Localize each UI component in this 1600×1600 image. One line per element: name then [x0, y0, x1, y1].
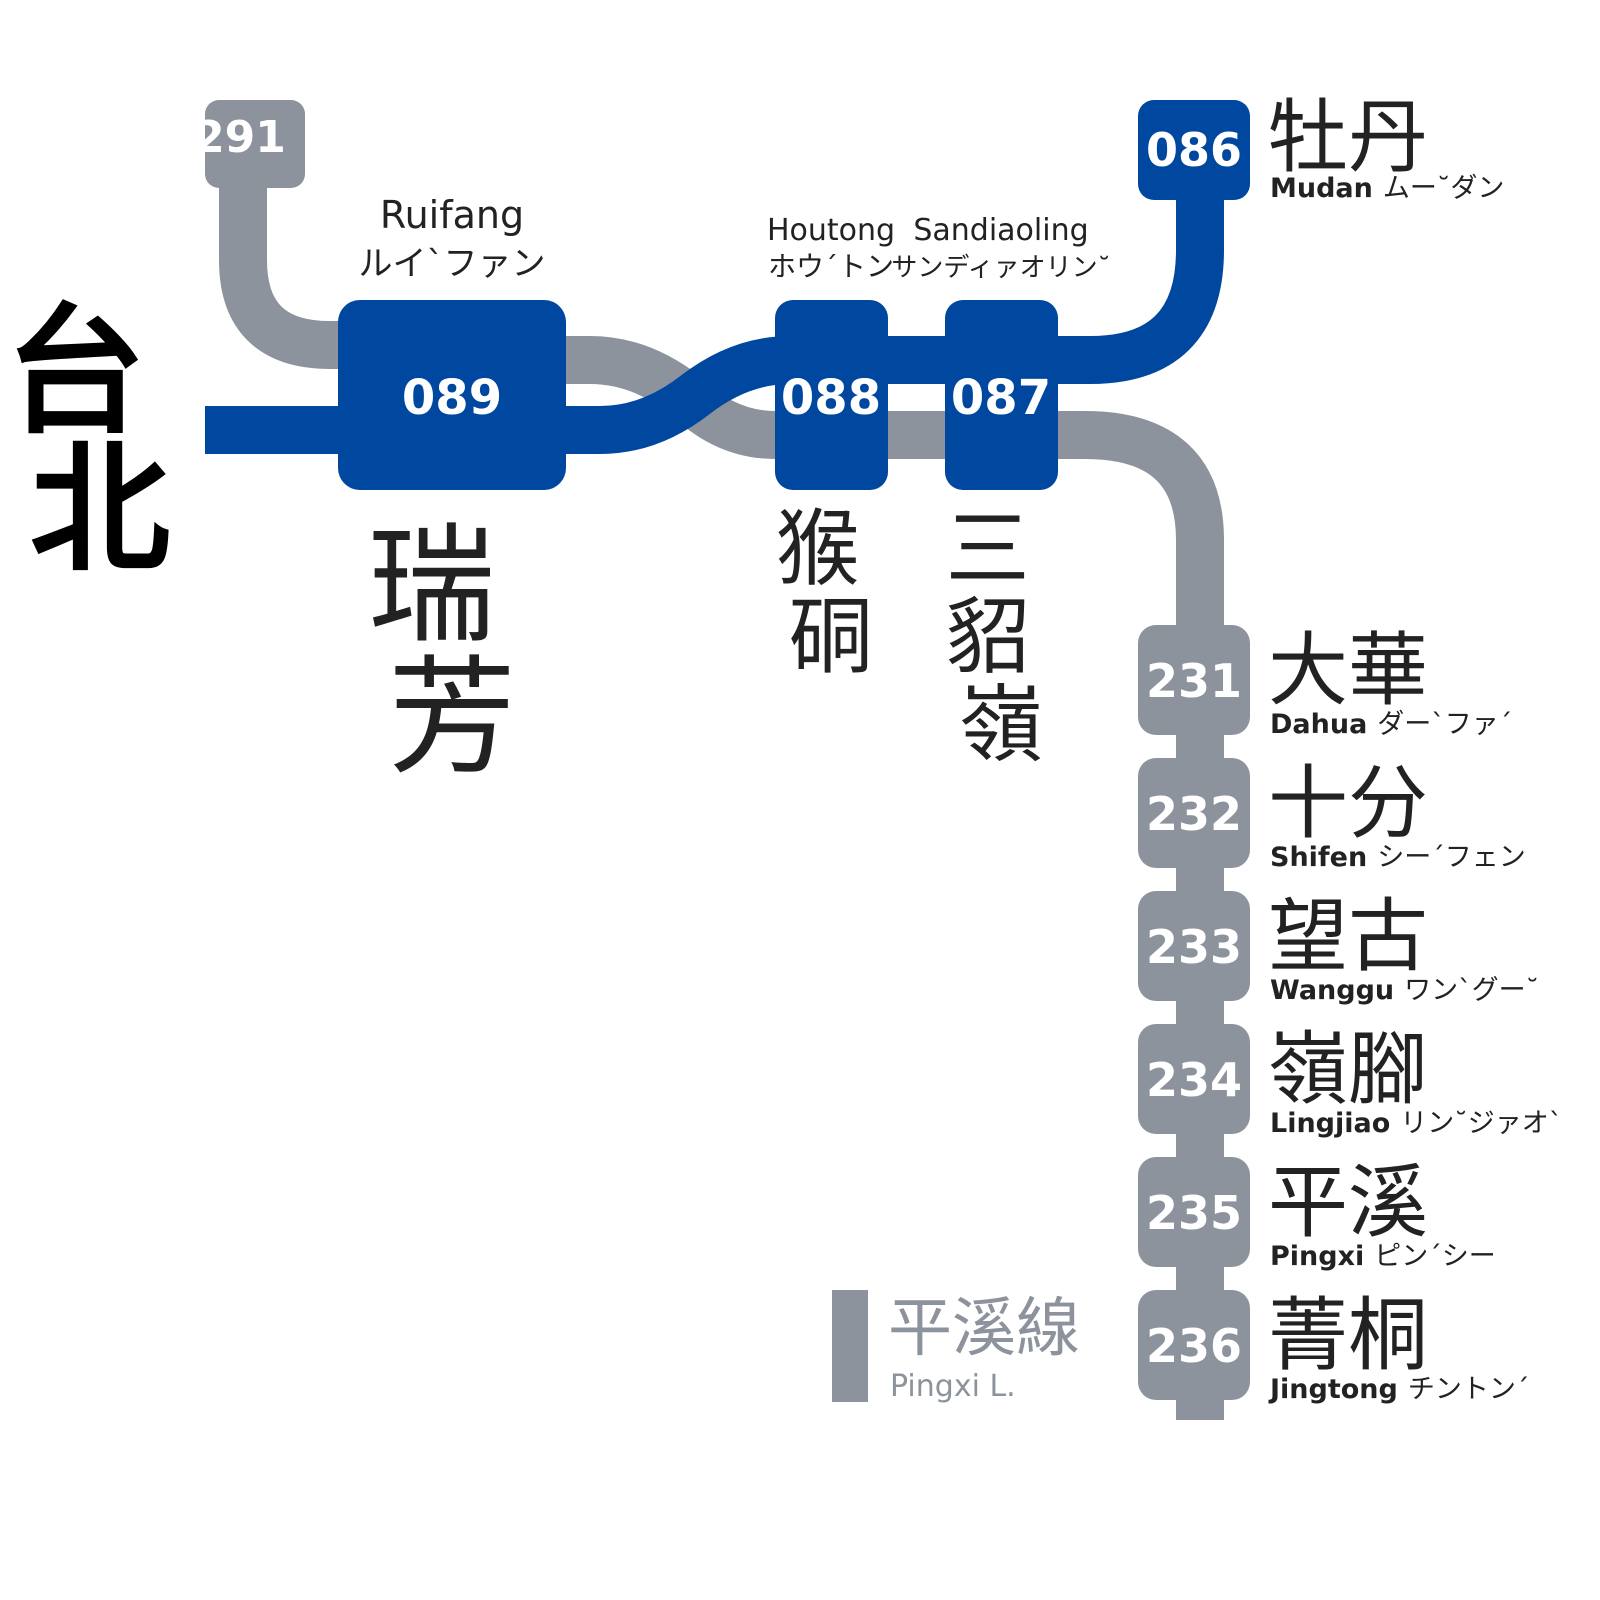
station-088[interactable]: 088 Houtong ホウ´トン 猴 硐	[767, 213, 895, 686]
station-name-char: 三	[946, 500, 1030, 598]
station-badge	[1138, 625, 1250, 735]
station-291[interactable]: 291	[194, 100, 305, 188]
station-code: 089	[402, 370, 502, 426]
station-089[interactable]: 089 Ruifang ルイ`ファン 瑞 芳	[338, 193, 566, 793]
station-name-en: Ruifang	[380, 193, 524, 237]
station-name-char: 貂	[946, 588, 1030, 686]
main-line-track-crossing	[560, 180, 1224, 454]
station-badge	[1138, 1024, 1250, 1134]
station-badge	[775, 300, 888, 490]
station-name-char: 瑞	[368, 512, 496, 661]
station-code: 232	[1146, 787, 1242, 841]
station-code: 086	[1146, 123, 1242, 177]
station-name-kana: ホウ´トン	[768, 250, 894, 283]
station-code: 234	[1146, 1053, 1242, 1107]
station-badge	[1138, 1290, 1250, 1400]
direction-label-char: 台	[6, 291, 146, 454]
station-code: 088	[781, 370, 881, 426]
station-name: 平溪	[1268, 1156, 1428, 1249]
station-badge	[1138, 1157, 1250, 1267]
station-code: 236	[1146, 1319, 1242, 1373]
station-name: 牡丹	[1268, 91, 1428, 184]
station-name-char: 嶺	[959, 676, 1043, 774]
station-name-kana: ルイ`ファン	[359, 244, 546, 284]
legend: 平溪線 Pingxi L.	[832, 1290, 1080, 1404]
station-name: 三 貂 嶺	[946, 500, 1057, 774]
station-name: 猴 硐	[776, 500, 887, 686]
station-badge	[1138, 758, 1250, 868]
legend-swatch	[832, 1290, 868, 1402]
station-name: 瑞 芳	[368, 512, 537, 793]
station-name-kana: サンディァオリン˘	[891, 253, 1110, 283]
station-name: 菁桐	[1268, 1289, 1428, 1382]
station-badge	[1138, 100, 1250, 200]
station-code: 233	[1146, 920, 1242, 974]
station-badge	[945, 300, 1058, 490]
legend-line-name-en: Pingxi L.	[890, 1369, 1016, 1404]
station-code: 235	[1146, 1186, 1242, 1240]
station-code: 087	[951, 370, 1051, 426]
station-badge	[338, 300, 566, 490]
station-name-char: 猴	[776, 500, 860, 598]
station-087[interactable]: 087 Sandiaoling サンディァオリン˘ 三 貂 嶺	[891, 213, 1110, 774]
station-name-en: Sandiaoling	[913, 213, 1088, 248]
station-name: 十分	[1268, 757, 1428, 850]
station-code: 291	[194, 112, 286, 163]
station-name: 大華	[1268, 624, 1428, 717]
station-badge	[205, 100, 305, 188]
station-name: 望古	[1268, 890, 1428, 983]
direction-label: 台 北	[6, 291, 195, 592]
station-code: 231	[1146, 654, 1242, 708]
legend-line-name: 平溪線	[888, 1292, 1080, 1366]
station-name-char: 硐	[789, 588, 873, 686]
station-name-en: Houtong	[767, 213, 895, 248]
station-name-char: 芳	[388, 644, 516, 793]
line-to-291	[219, 100, 360, 369]
station-name: 嶺腳	[1268, 1023, 1428, 1116]
direction-label-char: 北	[30, 429, 170, 592]
station-badge	[1138, 891, 1250, 1001]
pingxi-line-track	[560, 336, 1224, 1420]
